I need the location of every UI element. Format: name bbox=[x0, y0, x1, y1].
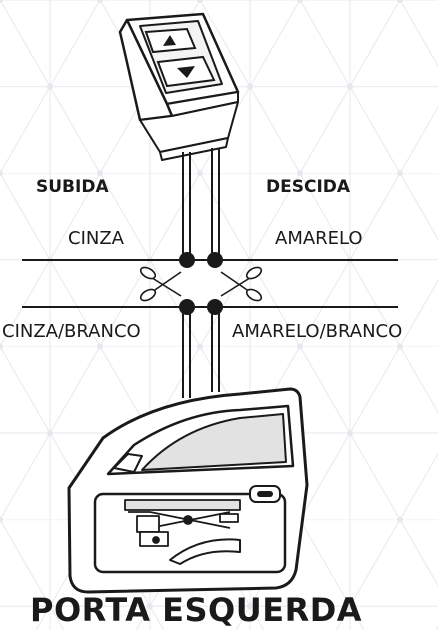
label-up: SUBIDA bbox=[36, 177, 109, 197]
scissors-icon bbox=[220, 266, 263, 302]
scissors-icon bbox=[139, 266, 182, 302]
label-wire-down-bottom: AMARELO/BRANCO bbox=[232, 321, 403, 342]
arrow-down-icon bbox=[156, 55, 216, 88]
splice-point bbox=[207, 252, 223, 268]
arrow-up-icon bbox=[144, 27, 197, 54]
window-regulator-icon bbox=[124, 499, 241, 547]
splice-point bbox=[179, 252, 195, 268]
label-wire-up-bottom: CINZA/BRANCO bbox=[2, 321, 141, 342]
switch-wires bbox=[182, 148, 220, 257]
motor-wires bbox=[182, 310, 220, 398]
label-wire-down-top: AMARELO bbox=[275, 228, 363, 249]
splice-point bbox=[207, 299, 223, 315]
splice-point bbox=[179, 299, 195, 315]
label-down: DESCIDA bbox=[266, 177, 351, 197]
door-title: PORTA ESQUERDA bbox=[30, 591, 363, 629]
car-door-icon bbox=[67, 387, 309, 594]
label-wire-up-top: CINZA bbox=[68, 228, 124, 249]
